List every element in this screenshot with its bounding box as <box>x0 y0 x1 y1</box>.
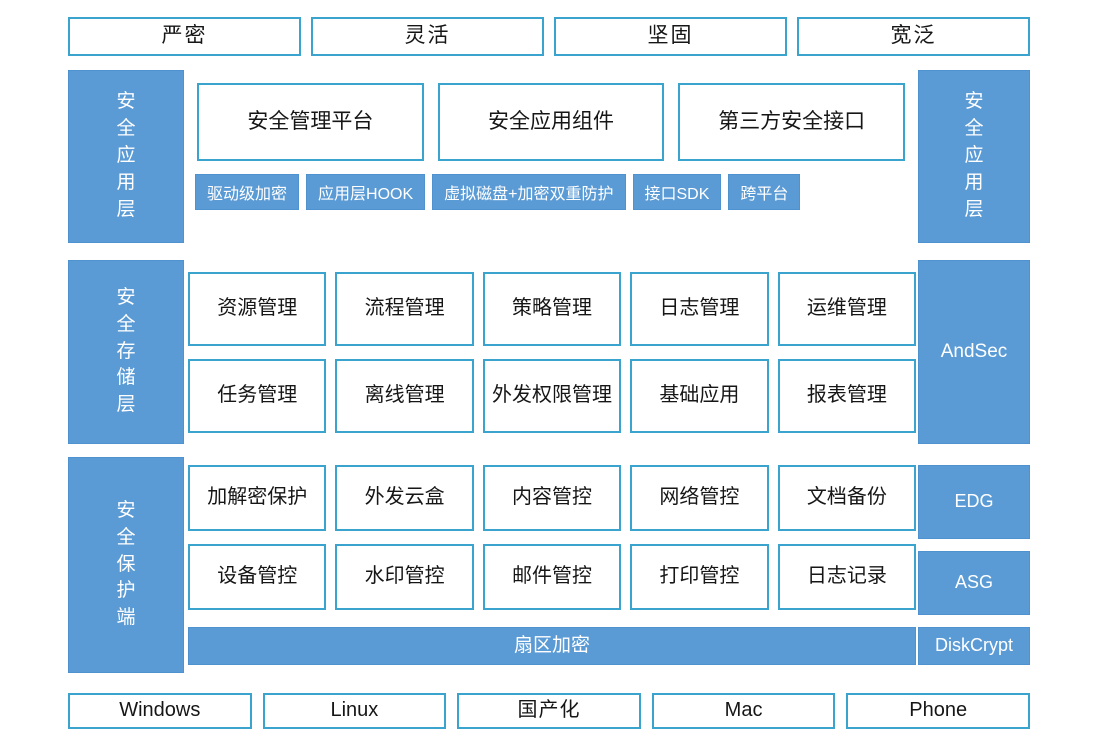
layer-security-protection-endpoint: 安 全 保 护 端 加解密保护 外发云盒 内容管控 网络管控 文档备份 设备管控… <box>68 457 1030 673</box>
layer1-right-label-char: 应 <box>964 145 984 167</box>
layer3-product-stack: EDG ASG DiskCrypt <box>918 457 1030 673</box>
module-process-management[interactable]: 流程管理 <box>335 272 474 346</box>
module-network-control[interactable]: 网络管控 <box>630 465 769 531</box>
product-tag-andsec[interactable]: AndSec <box>918 260 1030 444</box>
layer1-module-row: 安全管理平台 安全应用组件 第三方安全接口 <box>192 70 910 161</box>
module-log-recording[interactable]: 日志记录 <box>777 544 917 610</box>
layer3-left-label-char: 全 <box>116 526 136 548</box>
module-sector-encryption[interactable]: 扇区加密 <box>188 627 916 665</box>
layer3-left-label-char: 端 <box>116 607 136 629</box>
module-policy-management[interactable]: 策略管理 <box>482 272 622 346</box>
platform-box-domestic[interactable]: 国产化 <box>457 693 641 729</box>
layer2-left-label-char: 全 <box>116 313 136 335</box>
layer1-left-label-char: 层 <box>116 198 136 220</box>
capability-box-solid[interactable]: 坚固 <box>554 17 787 56</box>
module-document-backup[interactable]: 文档备份 <box>777 465 917 531</box>
layer1-chip-row: 驱动级加密 应用层HOOK 虚拟磁盘+加密双重防护 接口SDK 跨平台 <box>192 174 910 210</box>
module-outbound-cloud-box[interactable]: 外发云盒 <box>335 465 474 531</box>
layer1-right-label-char: 全 <box>964 118 984 140</box>
layer3-left-label-char: 保 <box>116 553 136 575</box>
chip-cross-platform[interactable]: 跨平台 <box>728 174 801 210</box>
module-offline-management[interactable]: 离线管理 <box>335 359 474 433</box>
platform-box-linux[interactable]: Linux <box>262 693 447 729</box>
layer2-content: 资源管理 流程管理 策略管理 日志管理 运维管理 任务管理 离线管理 外发权限管… <box>188 260 917 444</box>
layer2-left-label-char: 安 <box>116 286 136 308</box>
top-capability-row: 严密 灵活 坚固 宽泛 <box>68 17 1030 56</box>
layer2-left-label-char: 存 <box>116 340 136 362</box>
platform-box-windows[interactable]: Windows <box>68 693 252 729</box>
module-security-management-platform[interactable]: 安全管理平台 <box>197 83 424 161</box>
layer1-left-label: 安 全 应 用 层 <box>68 70 184 243</box>
layer1-left-label-char: 应 <box>116 145 136 167</box>
layer3-left-label-char: 安 <box>116 499 136 521</box>
layer3-row-2: 设备管控 水印管控 邮件管控 打印管控 日志记录 <box>188 544 917 610</box>
layer2-left-label: 安 全 存 储 层 <box>68 260 184 444</box>
platform-box-phone[interactable]: Phone <box>846 693 1030 729</box>
layer2-row-1: 资源管理 流程管理 策略管理 日志管理 运维管理 <box>188 272 917 346</box>
layer1-right-label: 安 全 应 用 层 <box>918 70 1030 243</box>
platform-box-mac[interactable]: Mac <box>651 693 836 729</box>
module-print-control[interactable]: 打印管控 <box>630 544 769 610</box>
module-encryption-decryption-protection[interactable]: 加解密保护 <box>188 465 327 531</box>
module-security-application-component[interactable]: 安全应用组件 <box>437 83 665 161</box>
layer2-left-label-char: 储 <box>116 367 136 389</box>
chip-interface-sdk[interactable]: 接口SDK <box>632 174 722 210</box>
module-task-management[interactable]: 任务管理 <box>188 359 327 433</box>
layer1-left-label-char: 用 <box>116 171 136 193</box>
layer3-content: 加解密保护 外发云盒 内容管控 网络管控 文档备份 设备管控 水印管控 邮件管控… <box>188 457 917 673</box>
capability-box-flexible[interactable]: 灵活 <box>311 17 544 56</box>
layer1-left-label-char: 安 <box>116 91 136 113</box>
layer1-left-label-char: 全 <box>116 118 136 140</box>
layer2-left-label-char: 层 <box>116 394 136 416</box>
layer2-row-2: 任务管理 离线管理 外发权限管理 基础应用 报表管理 <box>188 359 917 433</box>
module-resource-management[interactable]: 资源管理 <box>188 272 327 346</box>
layer-security-storage: 安 全 存 储 层 资源管理 流程管理 策略管理 日志管理 运维管理 任务管理 … <box>68 260 1030 444</box>
layer3-row-1: 加解密保护 外发云盒 内容管控 网络管控 文档备份 <box>188 465 917 531</box>
module-email-control[interactable]: 邮件管控 <box>482 544 622 610</box>
layer1-content: 安全管理平台 安全应用组件 第三方安全接口 驱动级加密 应用层HOOK 虚拟磁盘… <box>192 70 910 243</box>
capability-box-strict[interactable]: 严密 <box>68 17 301 56</box>
product-tag-edg[interactable]: EDG <box>918 465 1030 539</box>
chip-virtual-disk-dual-protection[interactable]: 虚拟磁盘+加密双重防护 <box>432 174 626 210</box>
module-third-party-security-interface[interactable]: 第三方安全接口 <box>678 83 906 161</box>
bottom-platform-row: Windows Linux 国产化 Mac Phone <box>68 693 1030 729</box>
product-tag-asg[interactable]: ASG <box>918 551 1030 615</box>
layer1-right-label-char: 用 <box>964 171 984 193</box>
chip-application-layer-hook[interactable]: 应用层HOOK <box>306 174 426 210</box>
module-log-management[interactable]: 日志管理 <box>630 272 769 346</box>
module-device-control[interactable]: 设备管控 <box>188 544 327 610</box>
layer3-left-label: 安 全 保 护 端 <box>68 457 184 673</box>
chip-driver-level-encryption[interactable]: 驱动级加密 <box>195 174 300 210</box>
module-report-management[interactable]: 报表管理 <box>777 359 917 433</box>
module-watermark-control[interactable]: 水印管控 <box>335 544 474 610</box>
product-tag-diskcrypt[interactable]: DiskCrypt <box>918 627 1030 665</box>
module-outbound-permission-management[interactable]: 外发权限管理 <box>482 359 622 433</box>
layer1-right-label-char: 层 <box>964 198 984 220</box>
layer3-left-label-char: 护 <box>116 580 136 602</box>
layer1-right-label-char: 安 <box>964 91 984 113</box>
capability-box-broad[interactable]: 宽泛 <box>797 17 1030 56</box>
module-operations-management[interactable]: 运维管理 <box>777 272 917 346</box>
layer-security-application: 安 全 应 用 层 安全管理平台 安全应用组件 第三方安全接口 驱动级加密 应用… <box>68 70 1030 243</box>
module-basic-application[interactable]: 基础应用 <box>630 359 769 433</box>
module-content-control[interactable]: 内容管控 <box>482 465 622 531</box>
